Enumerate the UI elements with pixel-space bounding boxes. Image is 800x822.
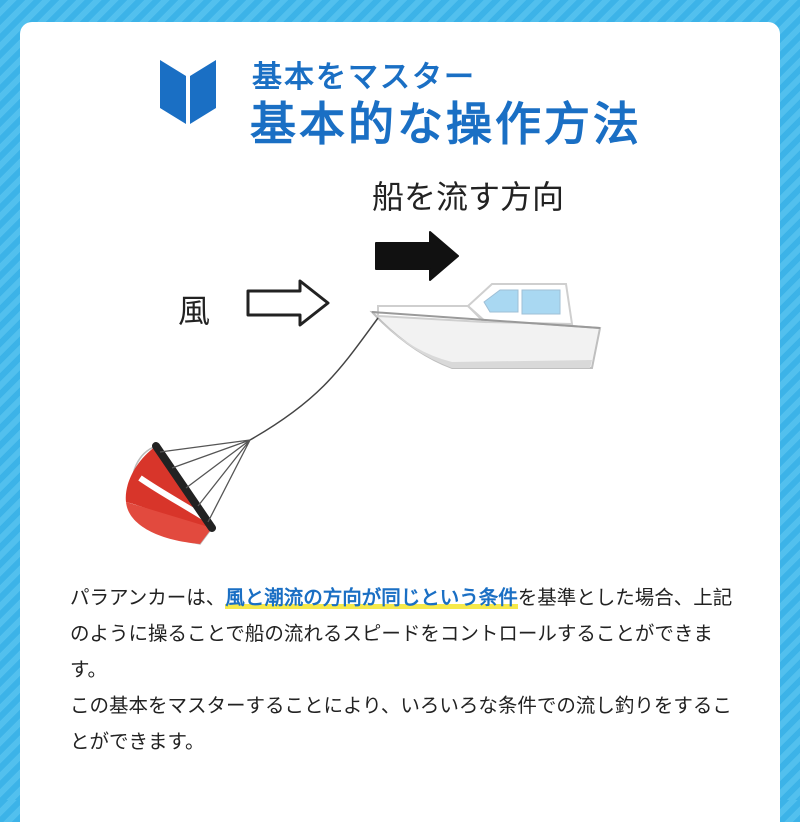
- description-text: パラアンカーは、風と潮流の方向が同じという条件を基準とした場合、上記のように操る…: [70, 580, 740, 760]
- drift-direction-label: 船を流す方向: [372, 178, 565, 216]
- wind-arrow-icon: [246, 279, 330, 327]
- drift-direction-arrow-icon: [375, 231, 459, 281]
- description-paragraph-2: この基本をマスターすることにより、いろいろな条件での流し釣りをすることができます…: [70, 694, 732, 753]
- parachute-anchor-icon: [125, 439, 251, 545]
- beginner-mark-icon: [160, 60, 216, 124]
- description-text-part: を基準とした場合、上記のように操ることで船の流れるスピードをコントロールすること…: [70, 586, 733, 681]
- page-subtitle: 基本をマスター: [252, 60, 476, 95]
- wind-label: 風: [178, 292, 211, 330]
- description-text-part: パラアンカーは、: [70, 586, 226, 609]
- boat-icon: [369, 283, 602, 369]
- description-paragraph-1: パラアンカーは、風と潮流の方向が同じという条件を基準とした場合、上記のように操る…: [70, 580, 740, 688]
- highlighted-condition: 風と潮流の方向が同じという条件: [225, 586, 518, 609]
- paraanchor-diagram: [125, 231, 602, 545]
- content-card: [20, 22, 780, 822]
- page-title: 基本的な操作方法: [250, 97, 642, 151]
